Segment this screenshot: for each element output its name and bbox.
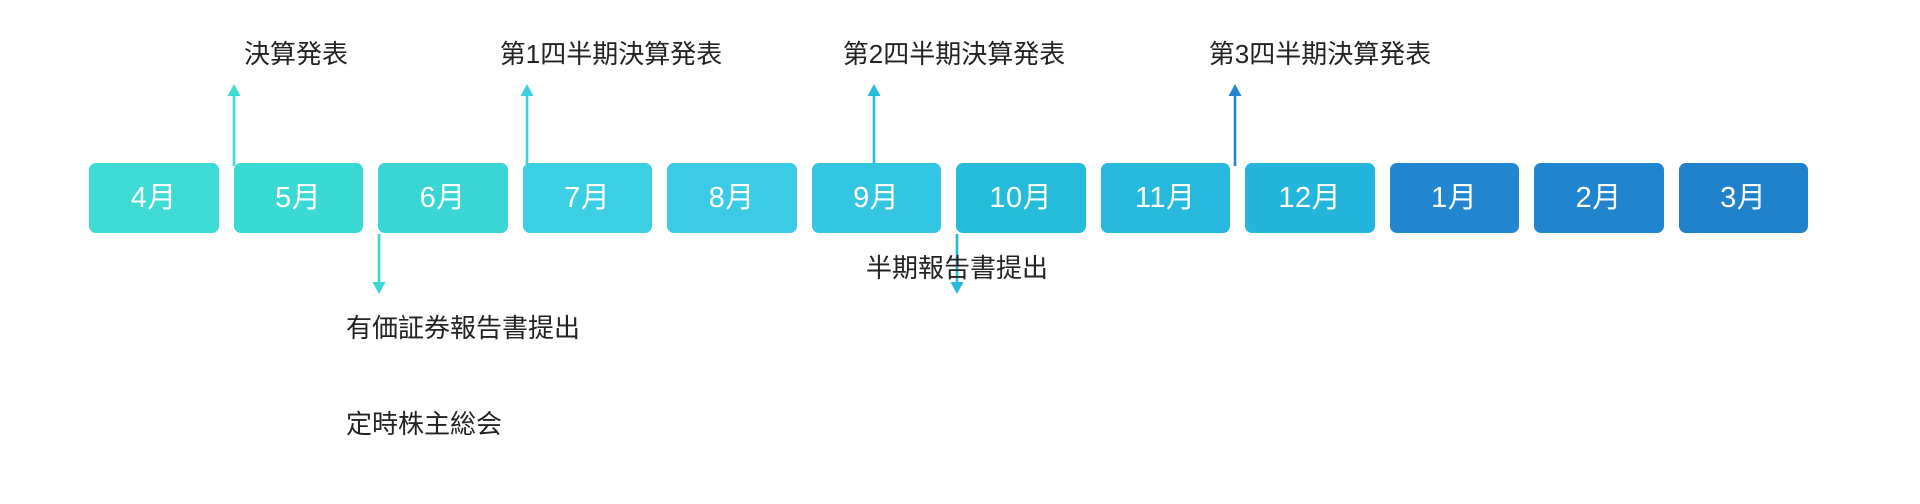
month-cell-6: 10月 xyxy=(956,163,1101,233)
month-cell-4: 8月 xyxy=(667,163,812,233)
month-box-strip: 4月 5月 6月 7月 8月 9月 10月 11月 12月 1月 2月 xyxy=(89,163,1823,233)
month-cell-3: 7月 xyxy=(522,163,668,233)
month-box-1[interactable]: 1月 xyxy=(1389,163,1519,233)
month-box-4[interactable]: 4月 xyxy=(89,163,219,233)
month-box-12[interactable]: 12月 xyxy=(1245,163,1375,233)
arrow-up-to-annotation-2 xyxy=(863,84,885,166)
month-cell-7: 11月 xyxy=(1100,163,1246,233)
month-box-8[interactable]: 8月 xyxy=(667,163,797,233)
month-cell-1: 5月 xyxy=(233,163,379,233)
month-box-7[interactable]: 7月 xyxy=(522,163,652,233)
month-box-10[interactable]: 10月 xyxy=(956,163,1086,233)
annotation-label-top-1: 第1四半期決算発表 xyxy=(499,39,723,69)
annotation-label-bottom-0-line1: 有価証券報告書提出 xyxy=(346,313,581,343)
annotation-label-top-2: 第2四半期決算発表 xyxy=(842,39,1066,69)
arrow-up-to-annotation-3 xyxy=(1224,84,1246,166)
month-cell-2: 6月 xyxy=(378,163,523,233)
arrow-down-to-annotation-1 xyxy=(946,234,968,294)
timeline-diagram: 決算発表 第1四半期決算発表 第2四半期決算発表 第3四半期決算発表 4月 xyxy=(89,39,1823,439)
annotation-label-top-3: 第3四半期決算発表 xyxy=(1208,39,1432,69)
month-box-2[interactable]: 2月 xyxy=(1534,163,1664,233)
month-cell-9: 1月 xyxy=(1389,163,1535,233)
arrow-up-to-annotation-1 xyxy=(516,84,538,166)
month-box-6[interactable]: 6月 xyxy=(378,163,508,233)
month-cell-8: 12月 xyxy=(1245,163,1390,233)
month-cell-10: 2月 xyxy=(1534,163,1679,233)
arrow-down-to-annotation-0 xyxy=(368,234,390,294)
arrow-up-to-annotation-0 xyxy=(223,84,245,166)
month-box-5[interactable]: 5月 xyxy=(233,163,363,233)
annotation-label-bottom-0: 有価証券報告書提出 定時株主総会 xyxy=(346,248,580,504)
month-cell-0: 4月 xyxy=(89,163,234,233)
annotation-label-bottom-1: 半期報告書提出 xyxy=(865,253,1049,283)
month-box-9[interactable]: 9月 xyxy=(811,163,941,233)
month-cell-11: 3月 xyxy=(1678,163,1824,233)
month-box-3[interactable]: 3月 xyxy=(1678,163,1808,233)
month-box-11[interactable]: 11月 xyxy=(1100,163,1230,233)
annotation-label-top-0: 決算発表 xyxy=(243,39,349,69)
annotation-label-bottom-0-line2: 定時株主総会 xyxy=(346,409,503,439)
month-cell-5: 9月 xyxy=(811,163,957,233)
